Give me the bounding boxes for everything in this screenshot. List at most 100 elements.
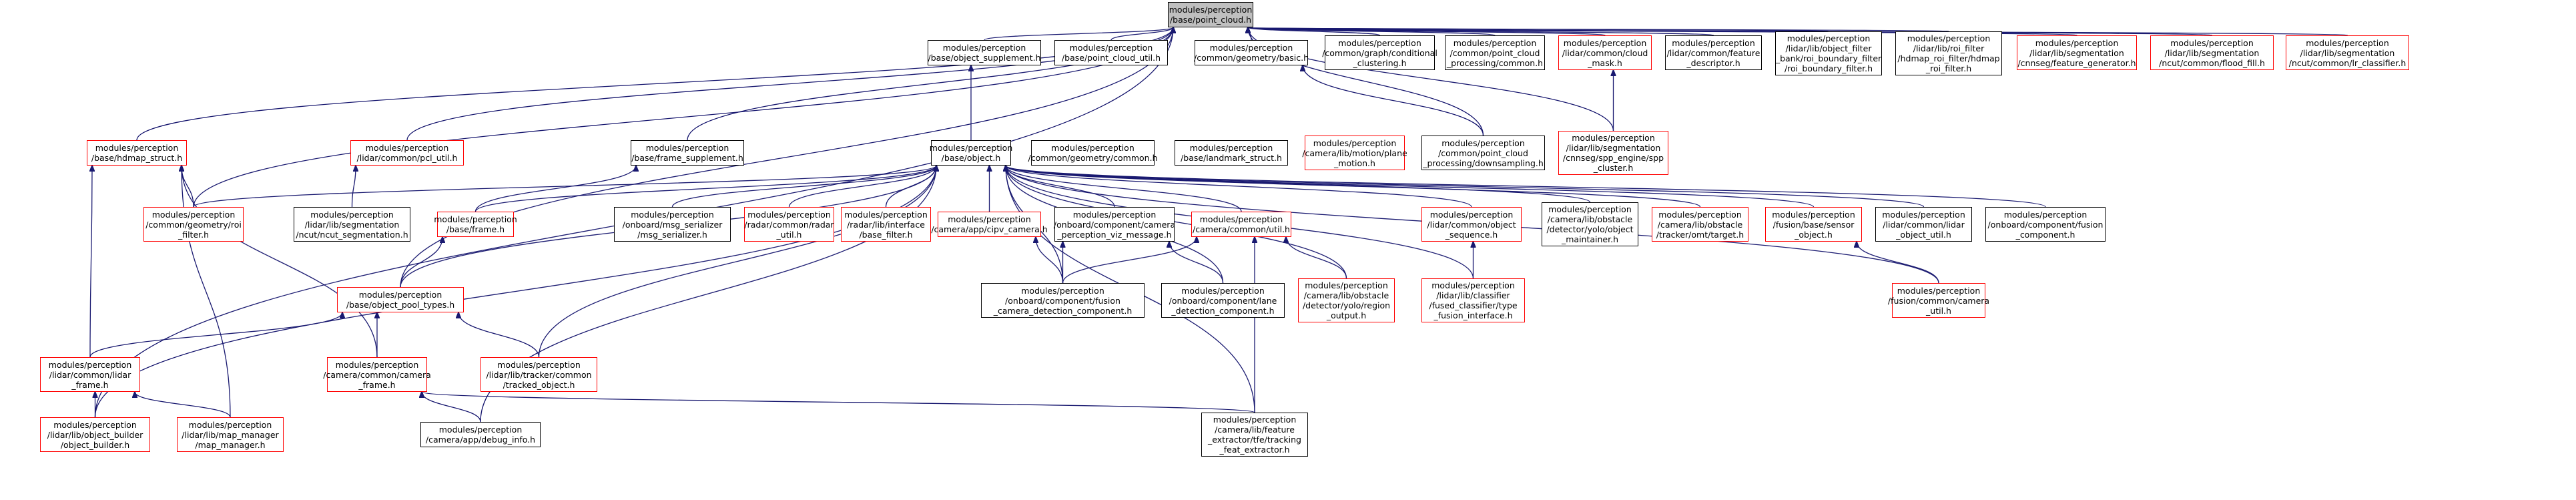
node-graph-cond[interactable]: modules/perception/common/graph/conditio… bbox=[1322, 35, 1437, 70]
node-label-line: _descriptor.h bbox=[1686, 57, 1740, 68]
node-base-frame[interactable]: modules/perception/base/frame.h bbox=[434, 212, 517, 237]
edge-debug_info-to-cam_frame bbox=[422, 392, 481, 423]
node-label-line: /camera/lib/obstacle bbox=[1547, 214, 1633, 224]
node-label-line: _object_util.h bbox=[1896, 229, 1951, 240]
node-label-line: /base_filter.h bbox=[859, 229, 913, 240]
node-roi-filter[interactable]: modules/perception/common/geometry/roi_f… bbox=[143, 207, 244, 242]
node-label-line: modules/perception bbox=[497, 359, 581, 370]
node-obj-supp[interactable]: modules/perception/base/object_supplemen… bbox=[928, 40, 1041, 65]
node-sensor-obj[interactable]: modules/perception/fusion/base/sensor_ob… bbox=[1765, 207, 1862, 242]
node-label-line: modules/perception bbox=[434, 214, 517, 224]
node-tracking-feat[interactable]: modules/perception/camera/lib/feature_ex… bbox=[1201, 413, 1308, 457]
node-cam-util[interactable]: modules/perception/camera/common/util.h bbox=[1191, 212, 1291, 237]
edge-fusion_cam_det-to-cipv bbox=[1036, 237, 1064, 284]
node-fusion-cam-det[interactable]: modules/perception/onboard/component/fus… bbox=[981, 283, 1145, 318]
node-label-line: /base/hdmap_struct.h bbox=[91, 153, 183, 163]
node-lane-det[interactable]: modules/perception/onboard/component/lan… bbox=[1161, 283, 1285, 318]
node-plane-motion[interactable]: modules/perception/camera/lib/motion/pla… bbox=[1302, 136, 1407, 170]
node-geo-common[interactable]: modules/perception/common/geometry/commo… bbox=[1028, 140, 1158, 166]
node-cam-frame[interactable]: modules/perception/camera/common/camera_… bbox=[323, 357, 431, 392]
node-label-line: _frame.h bbox=[71, 379, 109, 390]
node-label-line: /base/object_pool_types.h bbox=[346, 300, 455, 310]
node-feat-gen[interactable]: modules/perception/lidar/lib/segmentatio… bbox=[2017, 35, 2137, 70]
node-label-line: /base/object.h bbox=[941, 153, 1001, 163]
edge-sensor_obj-to-base_object bbox=[1006, 166, 1815, 208]
node-label-line: /fusion/common/camera bbox=[1887, 295, 1990, 306]
node-fusion-comp[interactable]: modules/perception/onboard/component/fus… bbox=[1985, 207, 2106, 242]
node-spp-cluster[interactable]: modules/perception/lidar/lib/segmentatio… bbox=[1558, 131, 1668, 175]
edge-hdmap_roi-to-root bbox=[1248, 27, 1949, 31]
node-base-object[interactable]: modules/perception/base/object.h bbox=[930, 140, 1012, 166]
edge-map_manager-to-hdmap_struct bbox=[182, 166, 231, 418]
node-label-line: modules/perception bbox=[1897, 285, 1981, 296]
node-obj-builder[interactable]: modules/perception/lidar/lib/object_buil… bbox=[40, 417, 150, 452]
node-hdmap-roi[interactable]: modules/perception/lidar/lib/roi_filter/… bbox=[1895, 31, 2002, 75]
node-hdmap-struct[interactable]: modules/perception/base/hdmap_struct.h bbox=[87, 140, 187, 166]
node-radar-util[interactable]: modules/perception/radar/common/radar_ut… bbox=[744, 207, 834, 242]
node-label-line: _perception_viz_message.h bbox=[1057, 229, 1172, 240]
node-label-line: _sequence.h bbox=[1445, 229, 1498, 240]
node-cloud-mask[interactable]: modules/perception/lidar/common/cloud_ma… bbox=[1558, 35, 1652, 70]
node-geo-basic[interactable]: modules/perception/common/geometry/basic… bbox=[1194, 40, 1309, 65]
node-label-line: _camera_detection_component.h bbox=[993, 305, 1133, 316]
node-obj-pool[interactable]: modules/perception/base/object_pool_type… bbox=[337, 287, 464, 312]
node-obj-maint[interactable]: modules/perception/camera/lib/obstacle/d… bbox=[1542, 202, 1638, 246]
node-label-line: modules/perception bbox=[844, 209, 928, 220]
node-fused-class[interactable]: modules/perception/lidar/lib/classifier/… bbox=[1421, 278, 1525, 322]
node-label-line: modules/perception bbox=[1338, 37, 1421, 48]
node-viz-msg[interactable]: modules/perception/onboard/component/cam… bbox=[1054, 207, 1175, 242]
node-label-line: /camera/lib/feature bbox=[1215, 425, 1295, 435]
edge-map_manager-to-lidar_frame bbox=[135, 392, 231, 418]
node-label-line: /camera/lib/obstacle bbox=[1657, 219, 1743, 230]
node-pcl-util[interactable]: modules/perception/lidar/common/pcl_util… bbox=[350, 140, 464, 166]
node-label-line: modules/perception bbox=[1453, 37, 1537, 48]
node-pcp-common[interactable]: modules/perception/common/point_cloud_pr… bbox=[1445, 35, 1545, 70]
node-frame-supp[interactable]: modules/perception/base/frame_supplement… bbox=[631, 140, 744, 166]
node-flood-fill[interactable]: modules/perception/lidar/lib/segmentatio… bbox=[2150, 35, 2274, 70]
node-label-line: modules/perception bbox=[1209, 43, 1293, 53]
edge-tracking_feat-to-cam_frame bbox=[422, 392, 1255, 413]
node-label-line: /lidar/lib/segmentation bbox=[2300, 47, 2395, 58]
node-msg-serial[interactable]: modules/perception/onboard/msg_serialize… bbox=[614, 207, 731, 242]
edge-roi_filter-to-base_object bbox=[193, 166, 936, 208]
node-label-line: modules/perception bbox=[1199, 214, 1283, 224]
node-label-line: modules/perception bbox=[2003, 209, 2087, 220]
edge-region_out-to-base_object bbox=[1006, 166, 1347, 279]
node-lidar-frame[interactable]: modules/perception/lidar/common/lidar_fr… bbox=[40, 357, 140, 392]
node-label-line: /cnnseg/feature_generator.h bbox=[2017, 57, 2136, 68]
node-map-manager[interactable]: modules/perception/lidar/lib/map_manager… bbox=[177, 417, 284, 452]
node-cipv[interactable]: modules/perception/camera/app/cipv_camer… bbox=[931, 212, 1048, 237]
node-label-line: modules/perception bbox=[1672, 37, 1755, 48]
node-obj-seq[interactable]: modules/perception/lidar/common/object_s… bbox=[1421, 207, 1522, 242]
node-fusion-cam-util[interactable]: modules/perception/fusion/common/camera_… bbox=[1888, 283, 1989, 318]
node-target[interactable]: modules/perception/camera/lib/obstacle/t… bbox=[1652, 207, 1748, 242]
node-label-line: /tracker/omt/target.h bbox=[1656, 229, 1744, 240]
node-label-line: /lidar/lib/segmentation bbox=[1566, 143, 1661, 153]
node-label-line: _mask.h bbox=[1588, 57, 1622, 68]
node-label-line: modules/perception bbox=[1563, 37, 1647, 48]
node-root[interactable]: modules/perception/base/point_cloud.h bbox=[1168, 2, 1253, 27]
node-landmark[interactable]: modules/perception/base/landmark_struct.… bbox=[1175, 140, 1288, 166]
node-tracked-obj[interactable]: modules/perception/lidar/lib/tracker/com… bbox=[480, 357, 597, 392]
node-label-line: /camera/lib/obstacle bbox=[1303, 290, 1389, 300]
node-label-line: /msg_serializer.h bbox=[637, 229, 707, 240]
node-label-line: /lidar/lib/segmentation bbox=[304, 219, 400, 230]
node-label-line: /camera/app/debug_info.h bbox=[425, 435, 536, 445]
node-lidar-obj-util[interactable]: modules/perception/lidar/common/lidar_ob… bbox=[1875, 207, 1972, 242]
node-region-out[interactable]: modules/perception/camera/lib/obstacle/d… bbox=[1298, 278, 1395, 322]
node-debug-info[interactable]: modules/perception/camera/app/debug_info… bbox=[420, 422, 541, 447]
node-feat-desc[interactable]: modules/perception/lidar/common/feature_… bbox=[1665, 35, 1762, 70]
node-label-line: _output.h bbox=[1326, 310, 1367, 320]
node-lr-class[interactable]: modules/perception/lidar/lib/segmentatio… bbox=[2286, 35, 2409, 70]
node-pc-util[interactable]: modules/perception/base/point_cloud_util… bbox=[1054, 40, 1168, 65]
node-label-line: /onboard/component/lane bbox=[1169, 295, 1277, 306]
node-ncut-seg[interactable]: modules/perception/lidar/lib/segmentatio… bbox=[294, 207, 410, 242]
node-base-filter[interactable]: modules/perception/radar/lib/interface/b… bbox=[841, 207, 931, 242]
node-label-line: modules/perception bbox=[1313, 138, 1397, 148]
node-label-line: _detection_component.h bbox=[1171, 305, 1275, 316]
edge-region_out-to-cam_util bbox=[1286, 237, 1347, 279]
node-downsampling[interactable]: modules/perception/common/point_cloud_pr… bbox=[1421, 136, 1545, 170]
node-label-line: /lidar/common/lidar bbox=[49, 369, 131, 380]
node-roi-bf[interactable]: modules/perception/lidar/lib/object_filt… bbox=[1775, 31, 1882, 75]
node-label-line: /common/graph/conditional bbox=[1322, 47, 1437, 58]
